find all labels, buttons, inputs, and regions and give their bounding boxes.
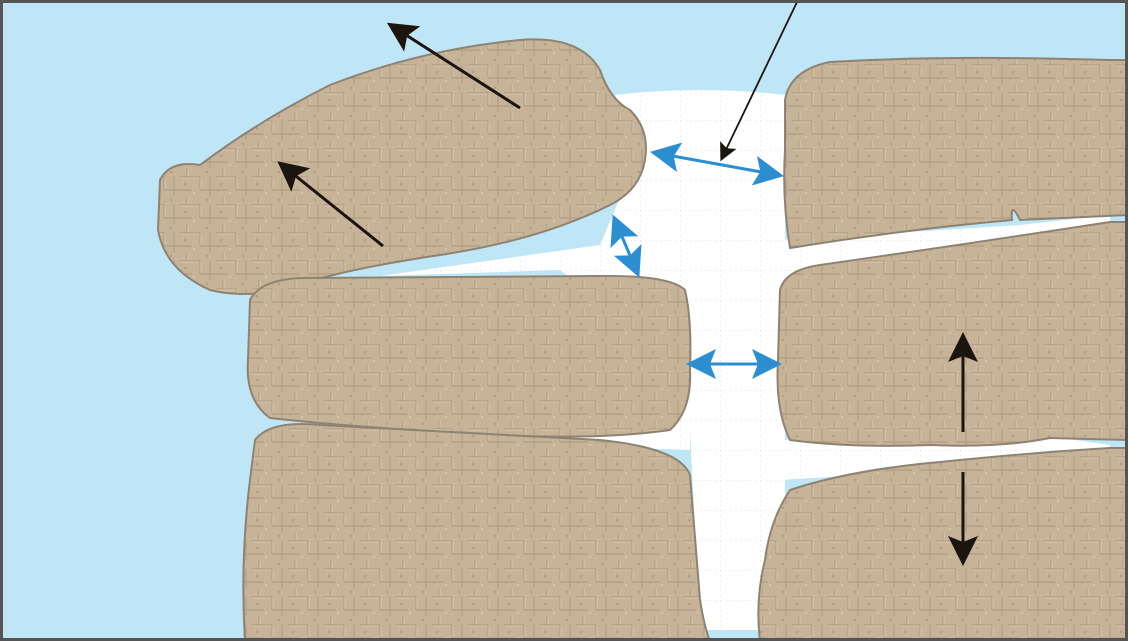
rock-block-middle-left (248, 276, 691, 437)
rock-block-bottom-left (243, 424, 710, 641)
rock-blocks (158, 39, 1128, 641)
